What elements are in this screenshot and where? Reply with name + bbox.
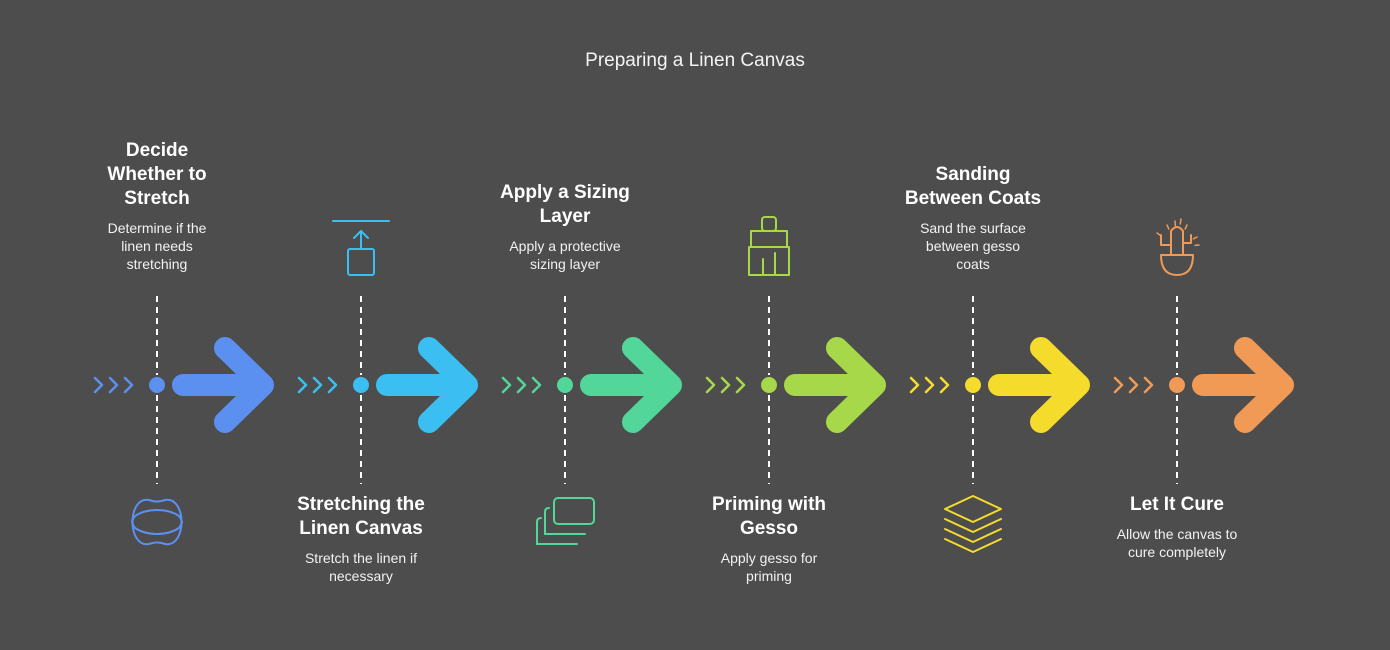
step-description-line: stretching [126,256,188,272]
step-arrow [784,337,886,433]
step-description-line: Determine if the [107,220,207,236]
step-description: Determine if the linen needs stretching [62,219,252,273]
step-heading-line: Stretching the [297,494,425,515]
chevron-icon [531,376,542,394]
step-node [1167,375,1187,395]
diagram-title: Preparing a Linen Canvas [585,50,805,71]
chevron-icon [516,376,527,394]
layered-squares-icon [536,497,595,545]
step-description: Apply a protective sizing layer [470,237,660,273]
step-description-line: Sand the surface [920,220,1026,236]
step-description: Sand the surface between gesso coats [878,219,1068,273]
chevron-icon [735,376,746,394]
chevron-icon [705,376,716,394]
flow-step-3 [501,296,682,545]
flow-step-1 [93,296,274,546]
step-description-line: sizing layer [529,256,601,272]
step-node [147,375,167,395]
step-description-line: coats [956,256,990,272]
chevron-icon [123,376,134,394]
chevron-icon [720,376,731,394]
step-description-line: Apply a protective [509,238,621,254]
paintbrush-icon [748,216,790,276]
chevron-icon [93,376,104,394]
chevron-icon [312,376,323,394]
step-description-line: between gesso [925,238,1021,254]
chevron-icon [939,376,950,394]
chevron-icon [108,376,119,394]
chevron-icon [909,376,920,394]
chevron-icon [1143,376,1154,394]
step-heading-line: Whether to [107,164,207,185]
step-heading-line: Apply a Sizing [500,182,630,203]
step-description: Stretch the linen if necessary [266,549,456,585]
step-node [351,375,371,395]
step-description: Allow the canvas to cure completely [1082,525,1272,561]
step-description-line: cure completely [1127,544,1227,560]
step-node [759,375,779,395]
flow-step-2 [297,220,478,484]
step-arrow [988,337,1090,433]
step-arrow [580,337,682,433]
step-heading-line: Sanding [935,164,1011,185]
step-arrow [172,337,274,433]
chevron-icon [297,376,308,394]
step-description-line: necessary [329,568,393,584]
chevron-icon [1113,376,1124,394]
intersecting-circles-icon [131,498,183,546]
step-heading: Let It Cure [1082,493,1272,517]
step-heading-line: Linen Canvas [299,518,423,539]
step-arrow [1192,337,1294,433]
step-heading-line: Layer [539,206,591,227]
step-heading-line: Let It Cure [1130,494,1224,515]
step-heading-line: Decide [125,140,189,161]
flow-step-6 [1113,218,1294,484]
step-node [963,375,983,395]
step-node [555,375,575,395]
step-heading-line: Gesso [739,518,799,539]
step-heading-line: Stretch [124,188,190,209]
step-arrow [376,337,478,433]
step-description-line: linen needs [121,238,193,254]
step-heading-line: Between Coats [904,188,1042,209]
chevron-icon [327,376,338,394]
chevron-icon [1128,376,1139,394]
cactus-pot-icon [1156,218,1200,276]
step-description-line: priming [746,568,792,584]
step-heading-line: Priming with [712,494,826,515]
chevron-icon [501,376,512,394]
stretch-up-icon [332,220,390,276]
step-description-line: Apply gesso for [720,550,818,566]
flow-step-4 [705,216,886,484]
step-description: Apply gesso for priming [674,549,864,585]
chevron-icon [924,376,935,394]
flow-step-5 [909,296,1090,553]
step-description-line: Allow the canvas to [1116,526,1238,542]
stacked-layers-icon [944,495,1002,553]
step-description-line: Stretch the linen if [304,550,418,566]
